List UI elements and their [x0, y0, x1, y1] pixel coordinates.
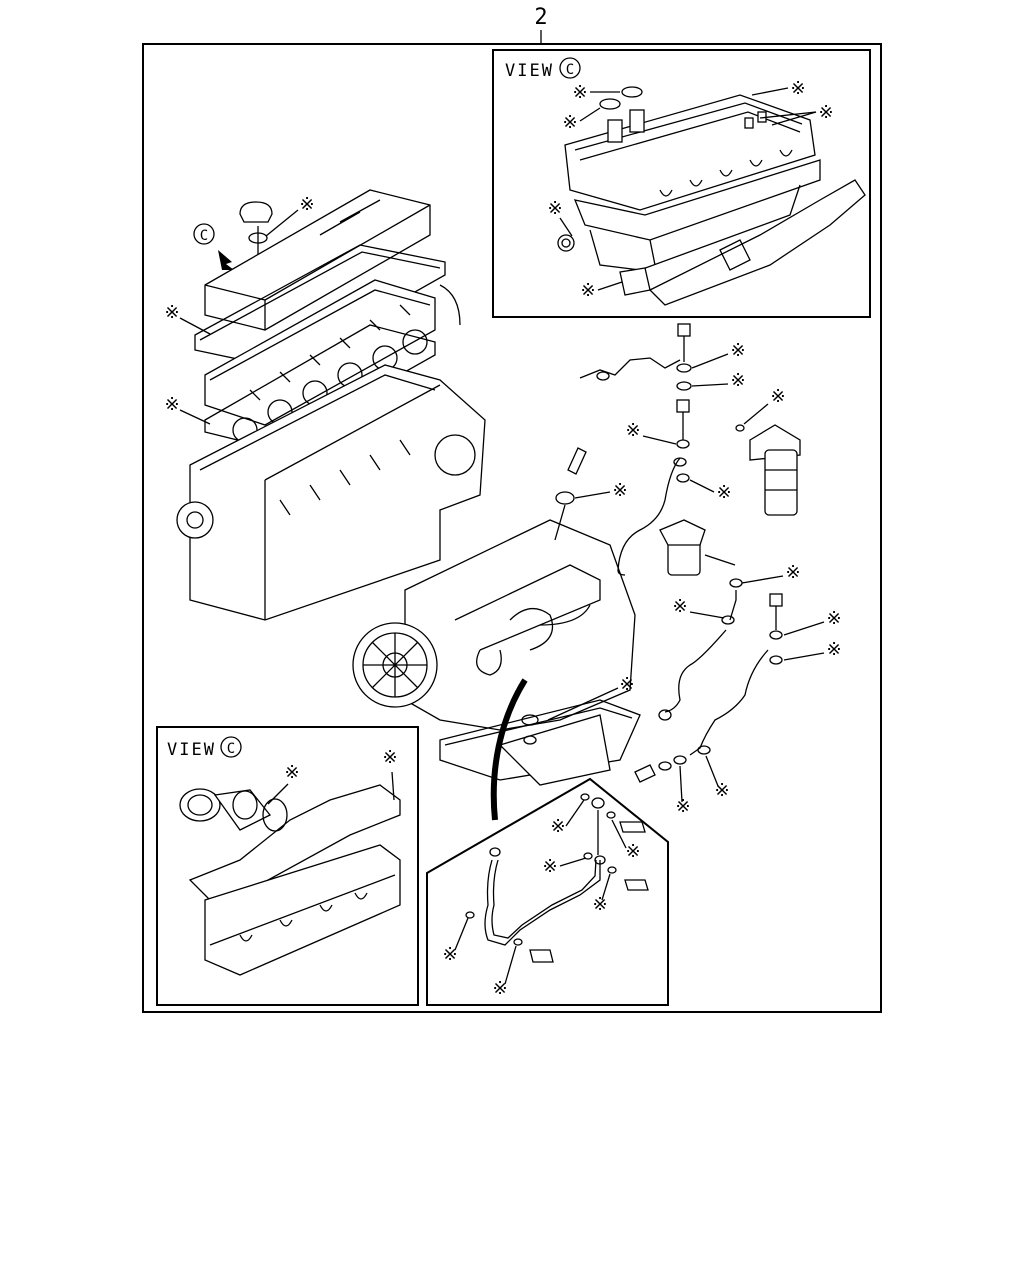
view-c-top-inset: VIEW C ※ ※: [492, 49, 871, 318]
callout: ※: [580, 280, 595, 301]
oil-line-frame: [426, 777, 669, 1006]
callout: ※: [672, 596, 687, 617]
view-c-bottom-inset: VIEW C ※ ※: [156, 726, 419, 1006]
callout: ※: [299, 194, 314, 215]
callout: ※: [284, 762, 299, 783]
callout: ※: [785, 562, 800, 583]
view-c-bottom-label: VIEW: [167, 740, 216, 760]
engine-assembly: ※ ※: [352, 447, 641, 821]
callout: ※: [547, 198, 562, 219]
callout: ※: [790, 78, 805, 99]
callout: ※: [550, 816, 565, 837]
callout: ※: [625, 841, 640, 862]
callout: ※: [442, 944, 457, 965]
view-c-top-frame: [492, 49, 871, 318]
callout: ※: [492, 978, 507, 999]
fuel-system: ※ ※ ※ ※ ※ ※ ※: [579, 323, 842, 817]
callout: ※: [770, 386, 785, 407]
oil-line-inset: ※ ※ ※ ※ ※ ※: [426, 777, 669, 1006]
valve-cover-drawing: [557, 86, 866, 306]
callout: ※: [730, 340, 745, 361]
callout: ※: [382, 747, 397, 768]
view-c-top-label: VIEW: [505, 61, 554, 81]
callout: ※: [675, 796, 690, 817]
callout: ※: [716, 482, 731, 503]
callout: ※: [164, 394, 179, 415]
callout: ※: [572, 82, 587, 103]
callout: ※: [562, 112, 577, 133]
callout: ※: [818, 102, 833, 123]
view-c-arrow-circle: [193, 223, 215, 245]
callout: ※: [619, 674, 634, 695]
callout: ※: [826, 639, 841, 660]
callout: ※: [612, 480, 627, 501]
top-view-callouts: ※ ※ ※ ※ ※ ※: [547, 78, 833, 301]
callout: ※: [542, 856, 557, 877]
view-c-arrow-marker: C: [200, 228, 208, 244]
cylinder-head-assembly: C ※ ※ ※: [164, 189, 486, 621]
callout: ※: [592, 894, 607, 915]
view-c-bottom-marker-circle: [220, 736, 242, 758]
view-c-bottom-marker: C: [227, 741, 235, 757]
view-c-bottom-frame: [156, 726, 419, 1006]
callout: ※: [164, 302, 179, 323]
main-frame: [142, 43, 882, 1013]
view-c-top-marker: C: [566, 62, 574, 78]
callout: ※: [730, 370, 745, 391]
item-number: 2: [534, 5, 547, 30]
callout: ※: [625, 420, 640, 441]
view-c-arrow: [218, 250, 234, 270]
view-c-top-marker-circle: [559, 57, 581, 79]
callout: ※: [826, 608, 841, 629]
oil-filler-cap: [239, 201, 273, 223]
